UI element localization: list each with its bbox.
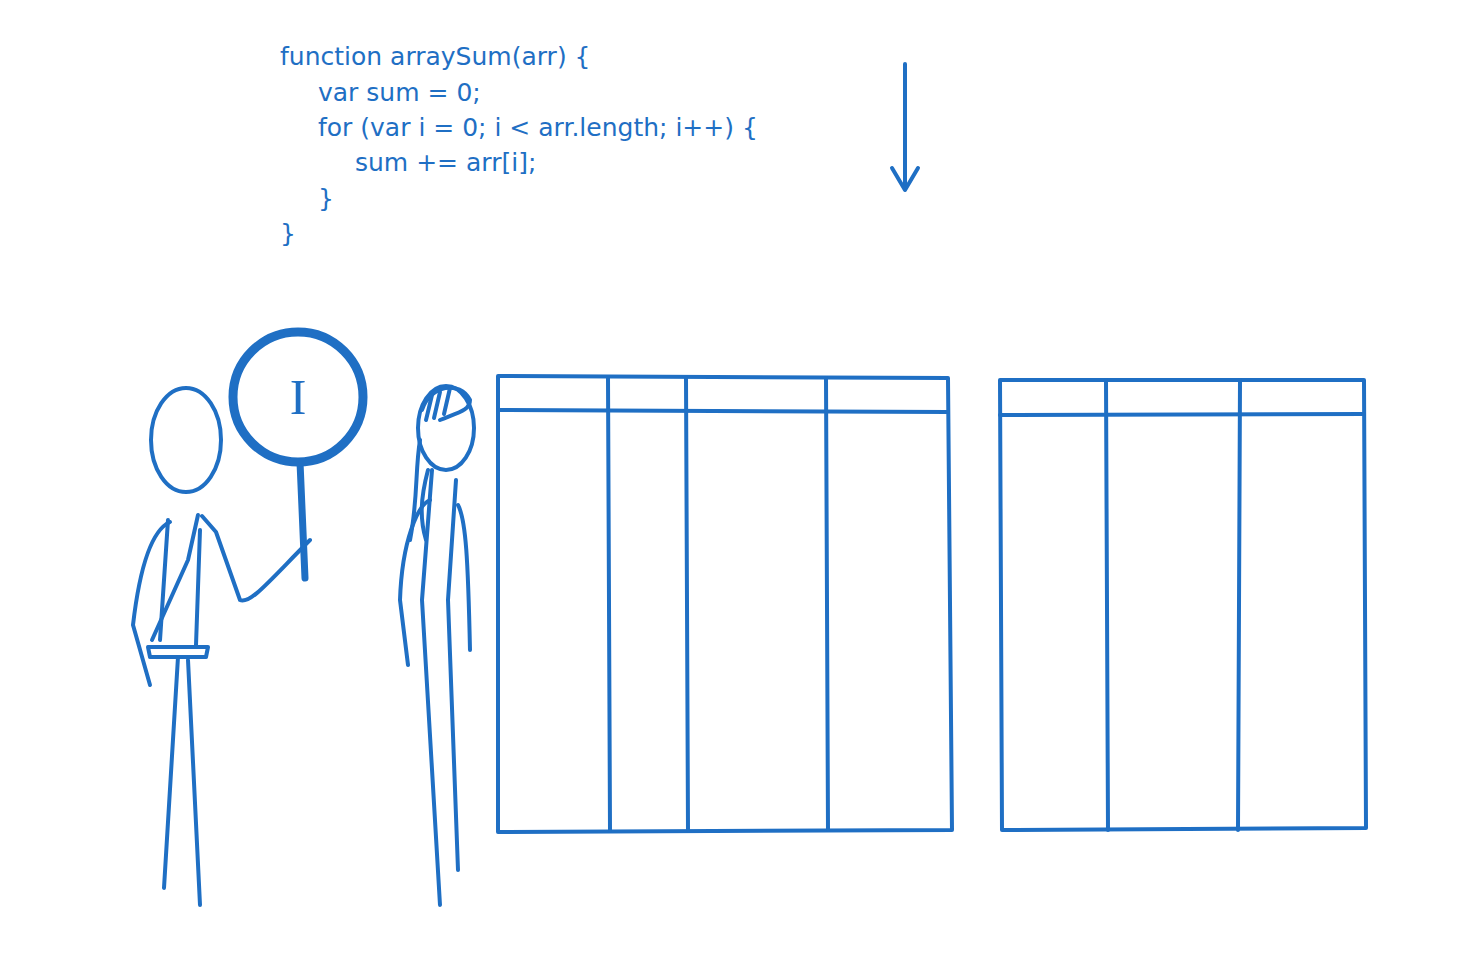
- code-line: sum += arr[i];: [355, 148, 536, 178]
- code-line: }: [318, 184, 334, 214]
- code-line: }: [280, 219, 296, 249]
- sign-letter: I: [290, 368, 307, 426]
- empty-table: [1000, 380, 1366, 830]
- code-line: var sum = 0;: [318, 78, 481, 108]
- code-line: for (var i = 0; i < arr.length; i++) {: [318, 113, 758, 143]
- empty-table: [498, 376, 952, 832]
- woman-figure: [400, 386, 474, 905]
- code-line: function arraySum(arr) {: [280, 42, 591, 72]
- man-figure: [133, 388, 310, 905]
- direction-arrow: [892, 64, 918, 190]
- sign-circle: I: [227, 326, 369, 468]
